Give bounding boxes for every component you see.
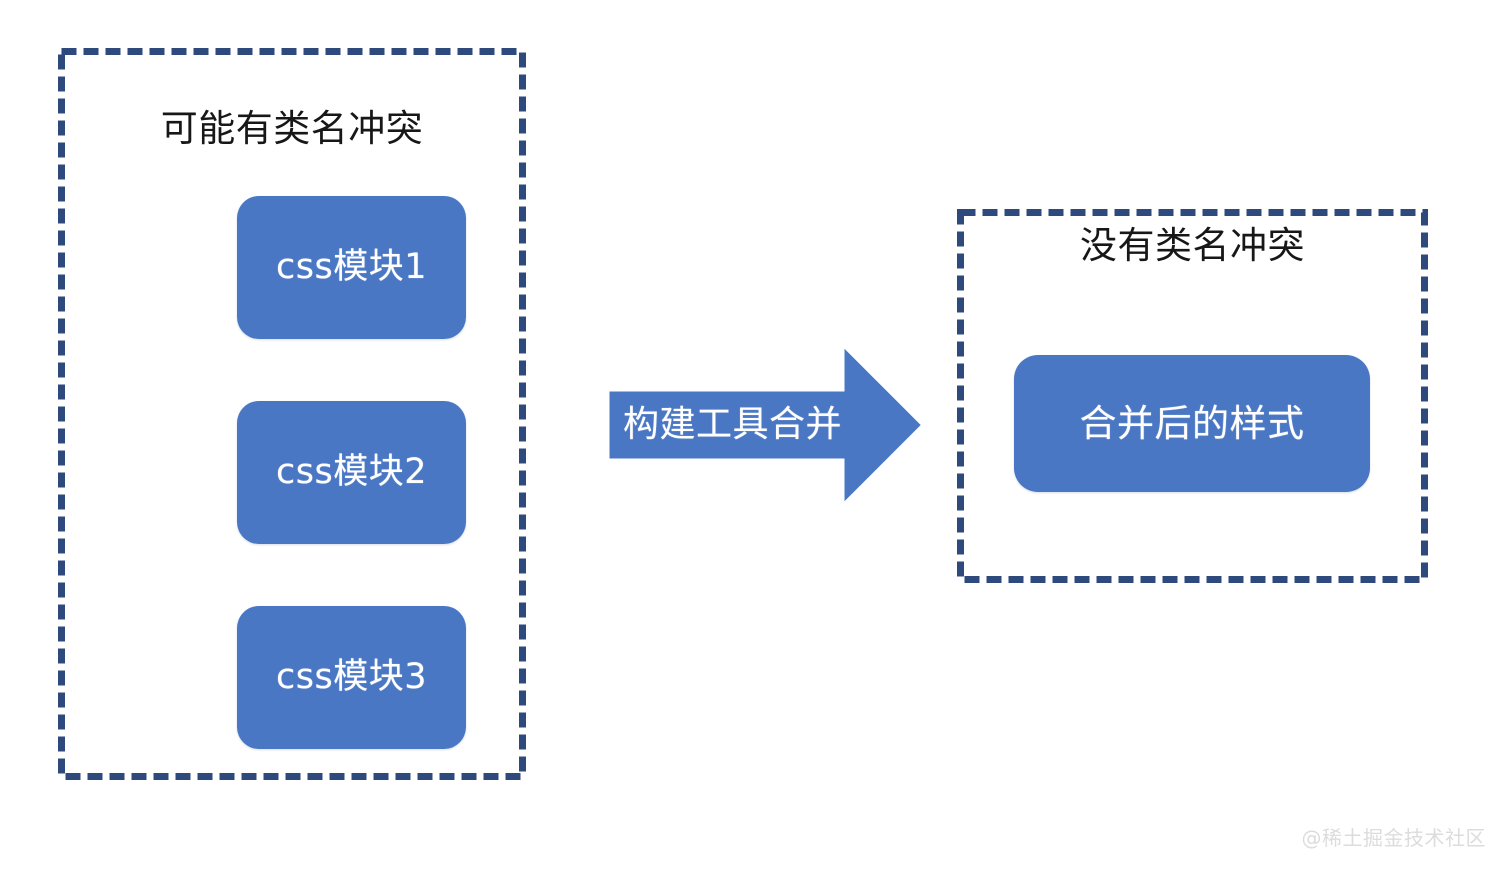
merged-style-label: 合并后的样式 <box>1079 402 1305 445</box>
merged-style-box[interactable]: 合并后的样式 <box>1014 355 1370 492</box>
css-module-label-1: css模块1 <box>276 247 427 287</box>
watermark: @稀土掘金技术社区 <box>1301 826 1486 850</box>
left-group-title: 可能有类名冲突 <box>160 107 424 150</box>
merge-arrow: 构建工具合并 <box>605 345 925 507</box>
css-module-box-1[interactable]: css模块1 <box>237 196 466 339</box>
merge-arrow-label: 构建工具合并 <box>622 404 842 445</box>
left-group-container: 可能有类名冲突 css模块1 css模块2 css模块3 <box>58 48 526 780</box>
css-module-label-3: css模块3 <box>276 657 427 697</box>
css-module-box-2[interactable]: css模块2 <box>237 401 466 544</box>
css-module-box-3[interactable]: css模块3 <box>237 606 466 749</box>
css-module-label-2: css模块2 <box>276 452 427 492</box>
right-arrow-icon <box>609 348 921 502</box>
right-group-title: 没有类名冲突 <box>1080 224 1305 267</box>
